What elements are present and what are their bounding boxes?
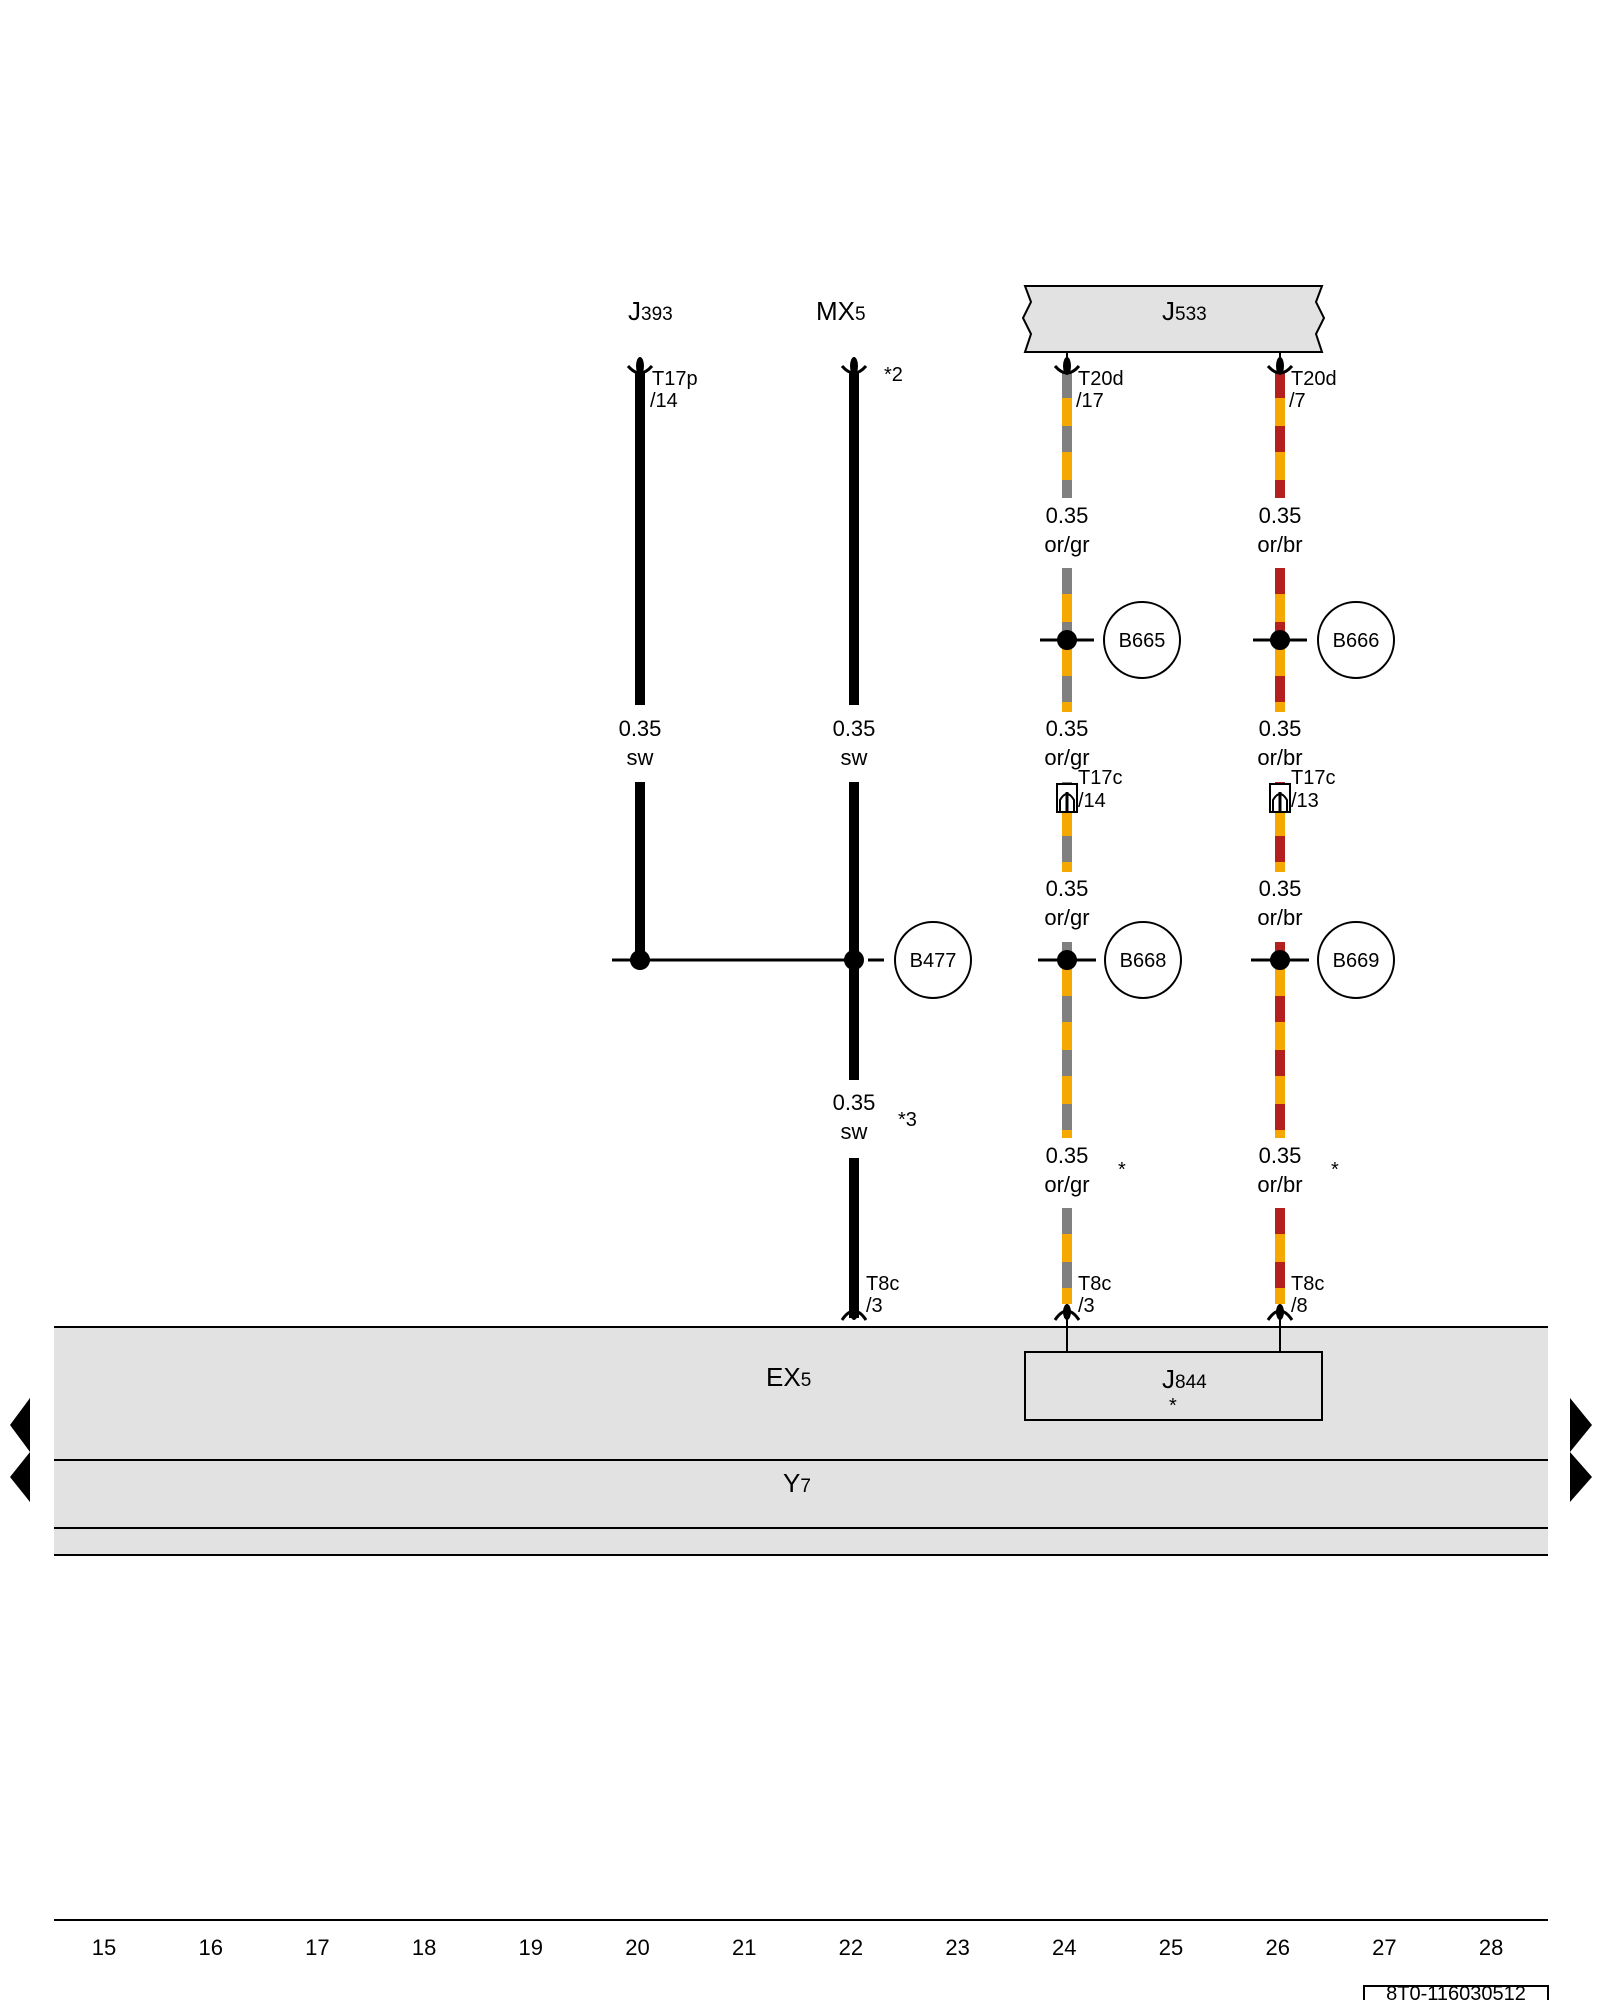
- j844-box: [1024, 1351, 1323, 1421]
- wire-color-label: or/gr: [1044, 1172, 1089, 1197]
- column-number: 20: [625, 1935, 649, 1960]
- right-continuation-arrow-icon: [1570, 1398, 1592, 1452]
- column-number: 16: [198, 1935, 222, 1960]
- component-j844: J844: [1162, 1364, 1207, 1394]
- plug-connector-icon: [626, 364, 1294, 375]
- wire-size-label: 0.35: [1046, 716, 1089, 741]
- connector-t17c-13-name: T17c: [1291, 767, 1335, 789]
- column-number: 22: [839, 1935, 863, 1960]
- wire-color-label: or/gr: [1044, 532, 1089, 557]
- column-number: 18: [412, 1935, 436, 1960]
- connector-t8c-3a-pin: /3: [866, 1295, 883, 1317]
- splice-bubble-b668: [1104, 921, 1182, 999]
- column-number: 21: [732, 1935, 756, 1960]
- left-continuation-arrow-icon: [10, 1398, 30, 1452]
- connector-t17c-14-pin: /14: [1078, 790, 1106, 812]
- wire-color-label: or/br: [1257, 745, 1302, 770]
- column-number: 15: [92, 1935, 116, 1960]
- j844-note: *: [1169, 1395, 1177, 1417]
- ex5-panel: [54, 1327, 1548, 1459]
- wire-color-label: or/br: [1257, 1172, 1302, 1197]
- left-continuation-arrow-icon: [10, 1452, 30, 1502]
- column-number: 23: [945, 1935, 969, 1960]
- column-number: 25: [1159, 1935, 1183, 1960]
- note-star-a: *: [1118, 1159, 1126, 1181]
- component-j533: J533: [1162, 296, 1207, 326]
- wire-size-label: 0.35: [833, 716, 876, 741]
- wire-size-label: 0.35: [1259, 1143, 1302, 1168]
- component-mx5: MX5: [816, 296, 866, 326]
- component-j393: J393: [628, 296, 673, 326]
- splice-label-b669: B669: [1333, 950, 1380, 972]
- splice-bubble-b665: [1103, 601, 1181, 679]
- column-number: 24: [1052, 1935, 1076, 1960]
- column-number: 27: [1372, 1935, 1396, 1960]
- note-star3: *3: [898, 1109, 917, 1131]
- wire-color-label: sw: [841, 1119, 868, 1144]
- connector-t20d-17-pin: /17: [1076, 390, 1104, 412]
- splice-label-b477: B477: [910, 950, 957, 972]
- component-ex5: EX5: [766, 1362, 811, 1392]
- wire-color-label: or/gr: [1044, 905, 1089, 930]
- connector-t17c-13-pin: /13: [1291, 790, 1319, 812]
- wire-color-label: or/br: [1257, 905, 1302, 930]
- wire-size-label: 0.35: [1259, 503, 1302, 528]
- connector-t8c-8-name: T8c: [1291, 1273, 1324, 1295]
- column-number: 19: [519, 1935, 543, 1960]
- wire-size-label: 0.35: [1046, 876, 1089, 901]
- column-number: 26: [1265, 1935, 1289, 1960]
- connector-t8c-3b-pin: /3: [1078, 1295, 1095, 1317]
- column-number: 17: [305, 1935, 329, 1960]
- connector-t8c-8-pin: /8: [1291, 1295, 1308, 1317]
- wire-size-label: 0.35: [619, 716, 662, 741]
- wire-size-label: 0.35: [833, 1090, 876, 1115]
- splice-label-b668: B668: [1120, 950, 1167, 972]
- inline-connector-icon: [1056, 783, 1291, 813]
- connector-t8c-3a-name: T8c: [866, 1273, 899, 1295]
- connector-t8c-3b-name: T8c: [1078, 1273, 1111, 1295]
- wire-color-label: sw: [841, 745, 868, 770]
- splice-label-b666: B666: [1333, 630, 1380, 652]
- reference-box: [1363, 1985, 1549, 2000]
- wire-size-label: 0.35: [1259, 876, 1302, 901]
- connector-t17p-pin: /14: [650, 390, 678, 412]
- j533-box: [1021, 285, 1326, 353]
- connector-t17p-name: T17p: [652, 368, 698, 390]
- connector-t20d-7-name: T20d: [1291, 368, 1337, 390]
- splice-bubble-b477: [894, 921, 972, 999]
- splice-label-b665: B665: [1119, 630, 1166, 652]
- wire-color-label: or/gr: [1044, 745, 1089, 770]
- component-y7: Y7: [783, 1468, 811, 1498]
- splice-bubble-b666: [1317, 601, 1395, 679]
- wire-size-label: 0.35: [1259, 716, 1302, 741]
- y7-panel: [54, 1460, 1548, 1555]
- right-continuation-arrow-icon: [1570, 1452, 1592, 1502]
- column-number: 28: [1479, 1935, 1503, 1960]
- splice-point: [612, 630, 1309, 970]
- wire-size-label: 0.35: [1046, 1143, 1089, 1168]
- wire-color-label: or/br: [1257, 532, 1302, 557]
- wire-size-label: 0.35: [1046, 503, 1089, 528]
- column-ruler: 15 16 17 18 19 20 21 22 23 24 25 26 27 28: [92, 1935, 1504, 1960]
- connector-t20d-7-pin: /7: [1289, 390, 1306, 412]
- wire-color-label: sw: [627, 745, 654, 770]
- note-star2: *2: [884, 364, 903, 386]
- reference-code: 8T0-116030512: [1386, 1983, 1526, 2000]
- connector-t17c-14-name: T17c: [1078, 767, 1122, 789]
- note-star-b: *: [1331, 1159, 1339, 1181]
- splice-bubble-b669: [1317, 921, 1395, 999]
- connector-t20d-17-name: T20d: [1078, 368, 1124, 390]
